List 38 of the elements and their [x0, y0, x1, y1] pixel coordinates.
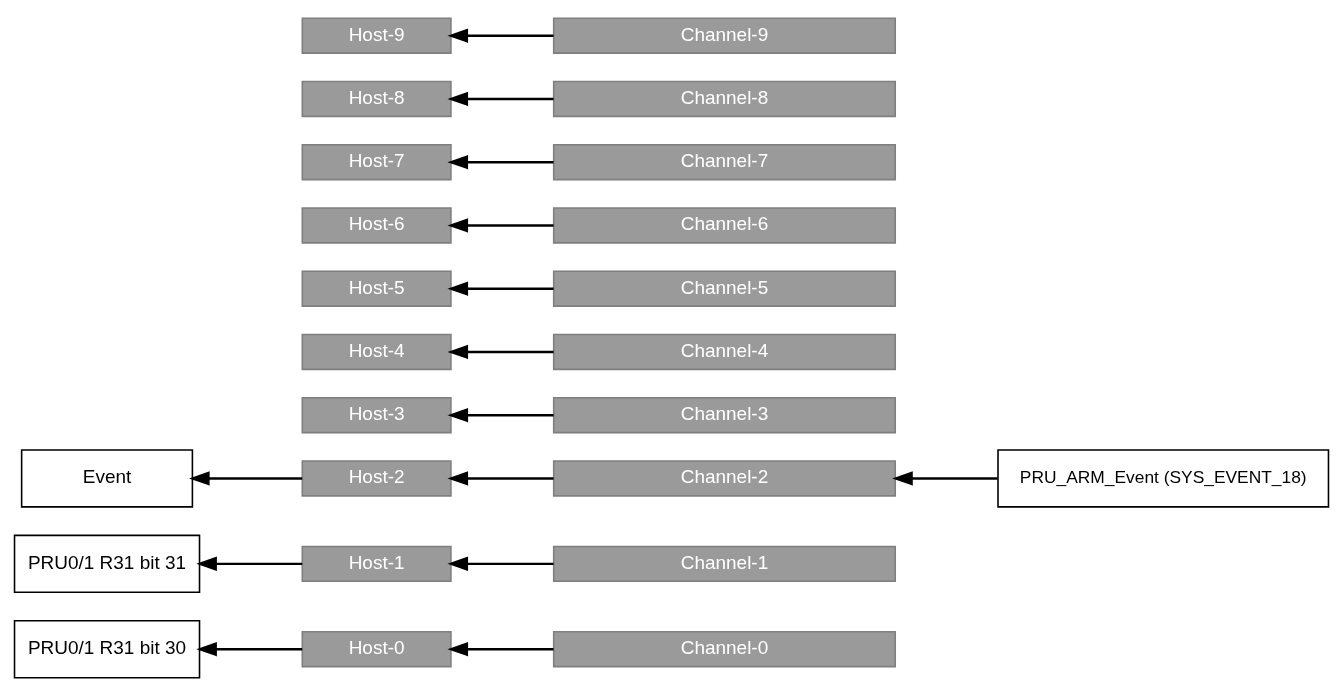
arrow	[447, 344, 554, 360]
node-box: Channel-7	[552, 144, 897, 181]
node-box: Host-0	[301, 631, 452, 668]
arrow	[196, 642, 303, 657]
arrow	[892, 471, 998, 486]
node-box: Host-2	[301, 460, 452, 497]
arrow	[447, 28, 554, 43]
node-box: Host-1	[301, 545, 452, 582]
node-box: Channel-3	[552, 397, 897, 434]
node-box: Host-3	[301, 397, 452, 434]
node-box: Host-4	[301, 333, 452, 371]
arrow	[447, 91, 554, 107]
arrow	[447, 218, 554, 233]
arrow	[447, 642, 554, 657]
arrow	[447, 155, 554, 170]
node-box: Event	[20, 449, 194, 508]
arrow	[447, 408, 554, 423]
node-box: Channel-4	[552, 333, 897, 371]
arrow	[447, 556, 554, 572]
node-box: Channel-8	[552, 80, 897, 118]
node-box: Channel-5	[552, 270, 897, 307]
node-box: Host-7	[301, 144, 452, 181]
node-box: Host-8	[301, 80, 452, 118]
node-box: Host-5	[301, 270, 452, 307]
arrow	[196, 556, 303, 572]
node-box: Host-6	[301, 207, 452, 244]
arrow	[447, 281, 554, 296]
node-box: PRU0/1 R31 bit 31	[13, 534, 201, 594]
node-box: Channel-6	[552, 207, 897, 244]
arrow	[189, 471, 303, 486]
node-box: PRU0/1 R31 bit 30	[13, 619, 201, 679]
node-box: Channel-0	[552, 631, 897, 668]
node-box: Channel-1	[552, 545, 897, 582]
node-box: Channel-2	[552, 460, 897, 497]
arrow	[447, 471, 554, 486]
node-box: PRU_ARM_Event (SYS_EVENT_18)	[997, 449, 1330, 508]
node-box: Host-9	[301, 17, 452, 54]
node-box: Channel-9	[552, 17, 897, 54]
